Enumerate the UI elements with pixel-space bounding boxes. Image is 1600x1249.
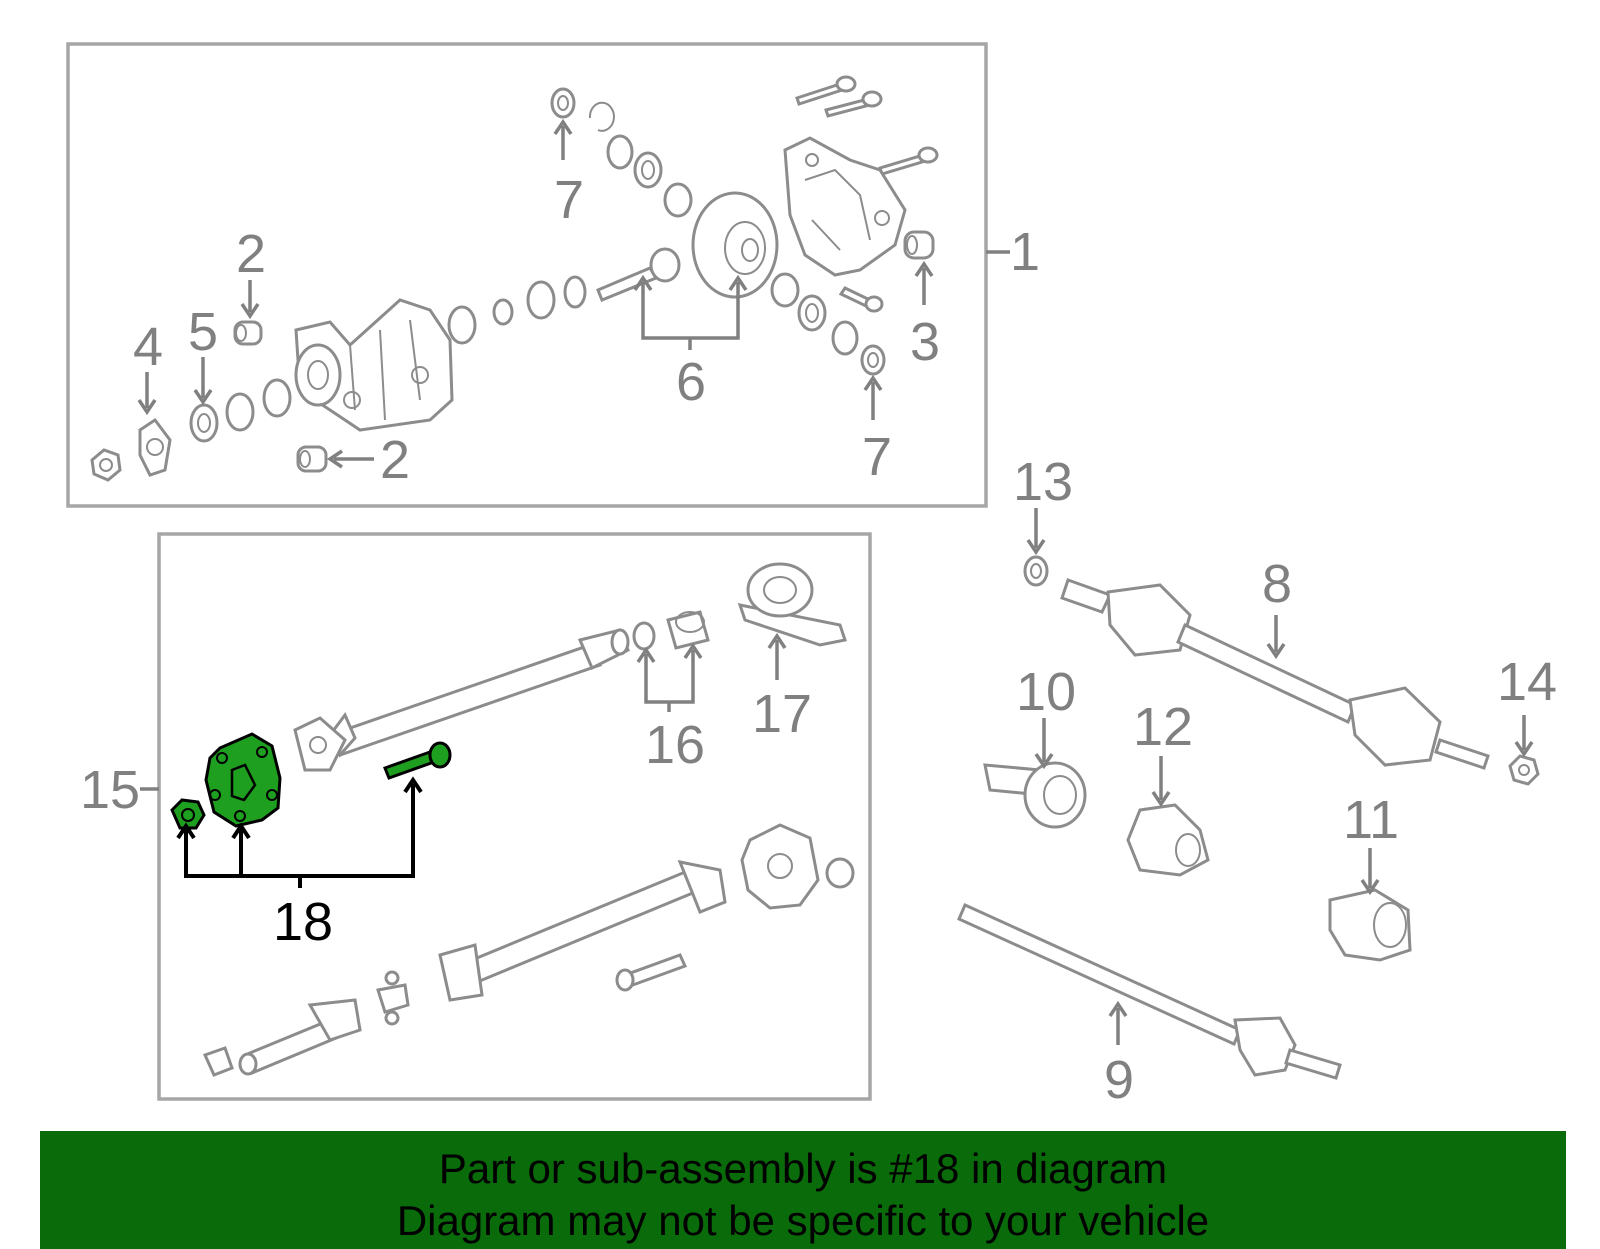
callout-4: 4	[133, 317, 163, 377]
pinion-shaft	[596, 247, 681, 302]
slip-yoke	[202, 998, 362, 1077]
ring-gear	[691, 191, 779, 299]
flex-coupling-disc	[204, 732, 282, 828]
banner-line-1: Part or sub-assembly is #18 in diagram	[438, 1145, 1168, 1192]
callout-7-lower-arrow	[863, 374, 883, 420]
callout-8-arrow	[1266, 615, 1286, 660]
callout-14-arrow	[1514, 715, 1534, 758]
callout-13: 13	[1013, 452, 1073, 512]
shaft-boot	[666, 610, 710, 650]
axle-nut	[1508, 754, 1540, 786]
center-support-bearing	[737, 562, 847, 647]
pinion-flange	[138, 417, 172, 477]
callout-13-arrow	[1026, 508, 1046, 556]
shim-small	[492, 298, 514, 326]
propeller-shaft-front	[293, 628, 630, 772]
callout-7-upper: 7	[554, 170, 584, 230]
bearing-race-bottom-2	[797, 294, 827, 332]
callout-2-upper: 2	[236, 224, 266, 284]
shaft-seal-ring	[632, 621, 656, 651]
cover-bushing	[903, 230, 935, 260]
callout-14: 14	[1497, 652, 1557, 712]
inner-cv-boot	[1126, 803, 1210, 877]
pinion-bearing-outer	[225, 392, 255, 432]
info-banner: Part or sub-assembly is #18 in diagram D…	[40, 1131, 1566, 1249]
callout-2-lower-arrow	[326, 449, 374, 469]
callout-6-bracket	[633, 274, 748, 350]
rear-coupling-bolt	[615, 953, 688, 992]
callout-2-lower: 2	[380, 430, 410, 490]
callout-18: 18	[273, 892, 333, 952]
washer-top	[550, 87, 576, 119]
axle-shaft-right	[957, 903, 1342, 1080]
callout-2-upper-arrow	[240, 280, 260, 320]
flex-coupling-bolt	[383, 741, 452, 780]
callout-4-arrow	[137, 372, 157, 416]
bearing-race-bottom-1	[770, 272, 800, 308]
flex-coupling-rear	[740, 823, 820, 910]
outer-cv-boot	[1328, 888, 1412, 962]
callout-3-arrow	[914, 260, 934, 305]
propeller-shaft-rear	[438, 859, 727, 1002]
callout-8: 8	[1262, 554, 1292, 614]
callout-16: 16	[645, 715, 705, 775]
propeller-shaft-group-box	[157, 532, 872, 1101]
rear-coupling-nut	[825, 857, 855, 889]
callout-11-arrow	[1360, 848, 1380, 896]
differential-group-box	[66, 42, 988, 508]
bearing-race-top-3	[663, 182, 693, 218]
differential-housing	[294, 298, 454, 432]
pinion-bearing-race	[262, 378, 292, 418]
banner-line-2: Diagram may not be specific to your vehi…	[396, 1197, 1210, 1244]
washer-bottom	[860, 344, 886, 376]
callout-16-bracket	[636, 642, 703, 712]
pinion-seal	[189, 403, 219, 443]
callout-17-arrow	[767, 632, 787, 680]
axle-shaft-seal-ring	[1023, 555, 1049, 587]
callout-17: 17	[752, 684, 812, 744]
bearing-race-top-1	[606, 134, 634, 170]
bearing-race-bottom-3	[831, 320, 859, 356]
mount-bushing-upper	[233, 320, 263, 346]
callout-12-arrow	[1151, 756, 1171, 808]
callout-7-lower: 7	[862, 427, 892, 487]
callout-10: 10	[1016, 662, 1076, 722]
callout-12: 12	[1133, 697, 1193, 757]
callout-11: 11	[1343, 790, 1399, 850]
mount-bushing-lower	[296, 445, 328, 473]
callout-5: 5	[188, 302, 218, 362]
callout-5-arrow	[193, 357, 213, 406]
pinion-nut	[90, 448, 122, 482]
flex-coupling-nut	[170, 798, 206, 830]
callout-9-arrow	[1108, 1000, 1128, 1045]
callout-10-arrow	[1034, 718, 1054, 770]
bearing-race-top-2	[633, 151, 663, 189]
spacer	[447, 305, 477, 345]
callout-18-bracket	[176, 776, 423, 888]
callout-7-upper-arrow	[553, 118, 573, 160]
pinion-bearing-inner	[526, 280, 556, 320]
parts-diagram: 1 4 5 2 2	[66, 42, 1557, 1110]
callout-1: 1	[1010, 222, 1040, 282]
callout-3: 3	[910, 312, 940, 372]
callout-6: 6	[676, 352, 706, 412]
callout-15: 15	[80, 760, 140, 820]
shim-ring	[563, 275, 587, 309]
differential-cover	[783, 136, 907, 277]
callout-9: 9	[1104, 1050, 1134, 1110]
universal-joint	[376, 970, 410, 1026]
inner-cv-joint	[983, 761, 1087, 829]
snap-ring	[588, 101, 615, 132]
axle-shaft-left	[1060, 578, 1490, 770]
